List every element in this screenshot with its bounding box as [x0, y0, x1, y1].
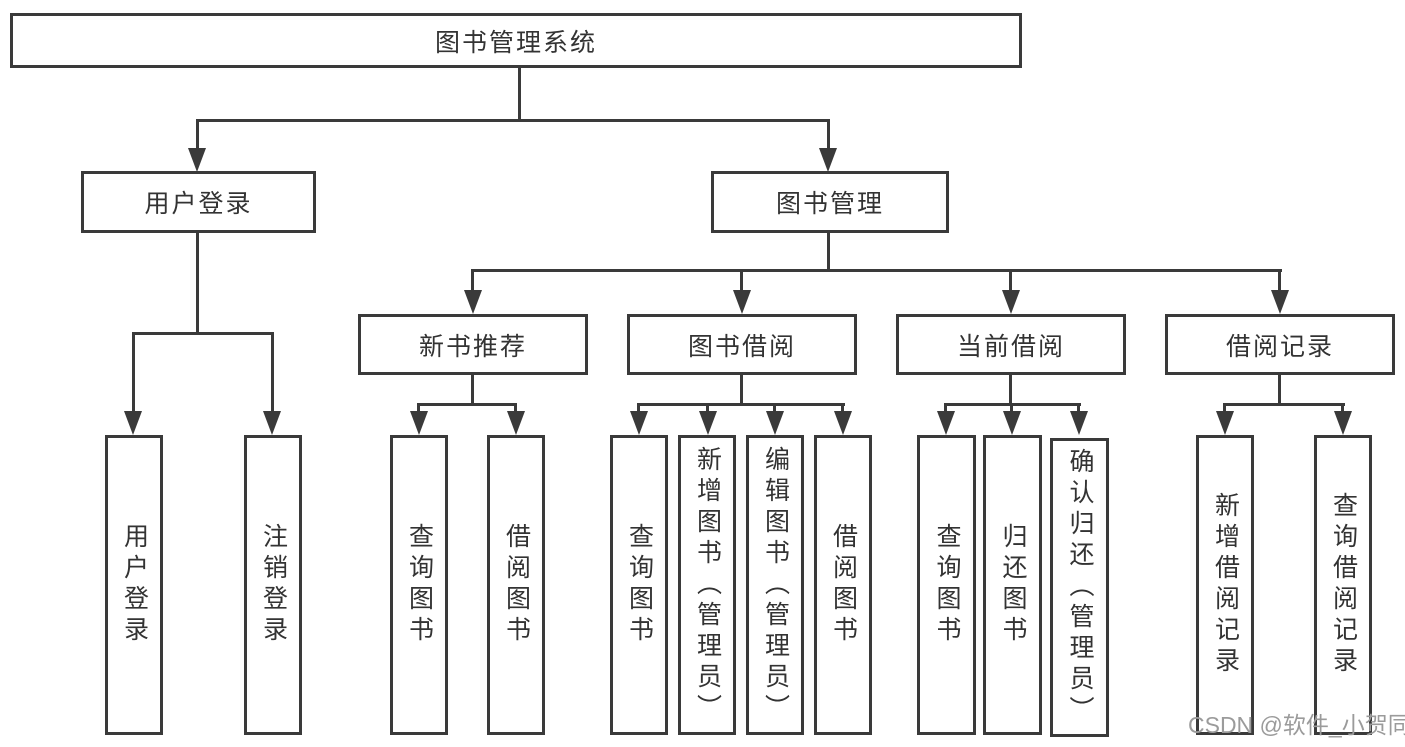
node-label: 图书管理 — [775, 190, 884, 218]
leaf-label: 注销登录 — [259, 523, 288, 647]
arrow-down-icon — [1070, 411, 1088, 435]
leaf-query-books: 查询图书 — [917, 435, 976, 735]
leaf-label: 查询图书 — [625, 523, 654, 647]
connector-line — [827, 119, 830, 151]
arrow-down-icon — [1216, 411, 1234, 435]
node-label: 用户登录 — [144, 190, 253, 218]
arrow-down-icon — [1003, 411, 1021, 435]
connector-line — [841, 403, 844, 415]
arrow-down-icon — [124, 411, 142, 435]
leaf-label: 借阅图书 — [502, 523, 531, 647]
connector-line — [514, 403, 517, 415]
leaf-query-books: 查询图书 — [610, 435, 668, 735]
connector-line — [740, 269, 743, 292]
leaf-label: 用户登录 — [120, 523, 149, 647]
connector-line — [1341, 403, 1344, 415]
leaf-label: 新增借阅记录 — [1211, 492, 1240, 678]
leaf-return-books: 归还图书 — [983, 435, 1042, 735]
arrow-down-icon — [263, 411, 281, 435]
leaf-label: 查询借阅记录 — [1329, 492, 1358, 678]
leaf-query-books: 查询图书 — [390, 435, 448, 735]
connector-line — [827, 233, 830, 272]
arrow-down-icon — [464, 290, 482, 314]
connector-line — [637, 403, 845, 406]
connector-line — [637, 403, 640, 415]
leaf-user-login: 用户登录 — [105, 435, 163, 735]
connector-line — [196, 119, 199, 151]
arrow-down-icon — [834, 411, 852, 435]
arrow-down-icon — [188, 148, 206, 172]
connector-line — [196, 119, 830, 122]
connector-line — [132, 332, 135, 412]
connector-line — [944, 403, 947, 415]
connector-line — [1010, 403, 1013, 415]
leaf-borrow-books: 借阅图书 — [487, 435, 545, 735]
node-new-book-recommendation: 新书推荐 — [358, 314, 588, 375]
node-current-borrowing: 当前借阅 — [896, 314, 1126, 375]
connector-line — [740, 375, 743, 406]
node-root: 图书管理系统 — [10, 13, 1022, 68]
leaf-logout: 注销登录 — [244, 435, 302, 735]
leaf-label: 查询图书 — [933, 523, 961, 647]
leaf-confirm-return-admin: 确认归还（管理员） — [1050, 438, 1109, 737]
leaf-borrow-books: 借阅图书 — [814, 435, 872, 735]
connector-line — [271, 332, 274, 412]
arrow-down-icon — [699, 411, 717, 435]
arrow-down-icon — [733, 290, 751, 314]
leaf-label: 编辑图书（管理员） — [761, 445, 790, 725]
leaf-add-borrow-record: 新增借阅记录 — [1196, 435, 1254, 735]
node-label: 当前借阅 — [956, 332, 1065, 361]
leaf-label: 查询图书 — [405, 523, 434, 647]
leaf-query-borrow-record: 查询借阅记录 — [1314, 435, 1372, 735]
arrow-down-icon — [507, 411, 525, 435]
connector-line — [471, 269, 474, 292]
node-root-label: 图书管理系统 — [434, 28, 597, 57]
connector-line — [1223, 403, 1345, 406]
connector-root-stem — [518, 68, 521, 119]
csdn-watermark: CSDN @软件_小贺同学 — [1188, 712, 1405, 738]
node-label: 图书借阅 — [687, 332, 796, 361]
leaf-label: 借阅图书 — [829, 523, 858, 647]
connector-line — [471, 269, 1282, 272]
arrow-down-icon — [410, 411, 428, 435]
connector-line — [417, 403, 517, 406]
connector-line — [1009, 269, 1012, 292]
arrow-down-icon — [1334, 411, 1352, 435]
leaf-edit-books-admin: 编辑图书（管理员） — [746, 435, 804, 735]
arrow-down-icon — [630, 411, 648, 435]
leaf-label: 确认归还（管理员） — [1066, 448, 1094, 727]
arrow-down-icon — [1271, 290, 1289, 314]
connector-line — [1278, 269, 1281, 292]
connector-line — [417, 403, 420, 415]
arrow-down-icon — [1002, 290, 1020, 314]
node-label: 新书推荐 — [418, 332, 527, 361]
arrow-down-icon — [766, 411, 784, 435]
leaf-label: 新增图书（管理员） — [693, 445, 722, 725]
node-label: 借阅记录 — [1225, 332, 1334, 361]
connector-line — [1278, 375, 1281, 406]
leaf-add-books-admin: 新增图书（管理员） — [678, 435, 736, 735]
node-book-borrowing: 图书借阅 — [627, 314, 857, 375]
connector-line — [471, 375, 474, 406]
connector-line — [1223, 403, 1226, 415]
leaf-label: 归还图书 — [999, 523, 1027, 647]
connector-line — [1009, 375, 1012, 406]
connector-line — [1077, 403, 1080, 415]
connector-line — [706, 403, 709, 415]
connector-line — [773, 403, 776, 415]
node-borrowing-records: 借阅记录 — [1165, 314, 1395, 375]
node-user-login: 用户登录 — [81, 171, 316, 233]
node-book-management: 图书管理 — [711, 171, 949, 233]
arrow-down-icon — [819, 148, 837, 172]
arrow-down-icon — [937, 411, 955, 435]
connector-line — [132, 332, 274, 335]
connector-line — [196, 233, 199, 335]
